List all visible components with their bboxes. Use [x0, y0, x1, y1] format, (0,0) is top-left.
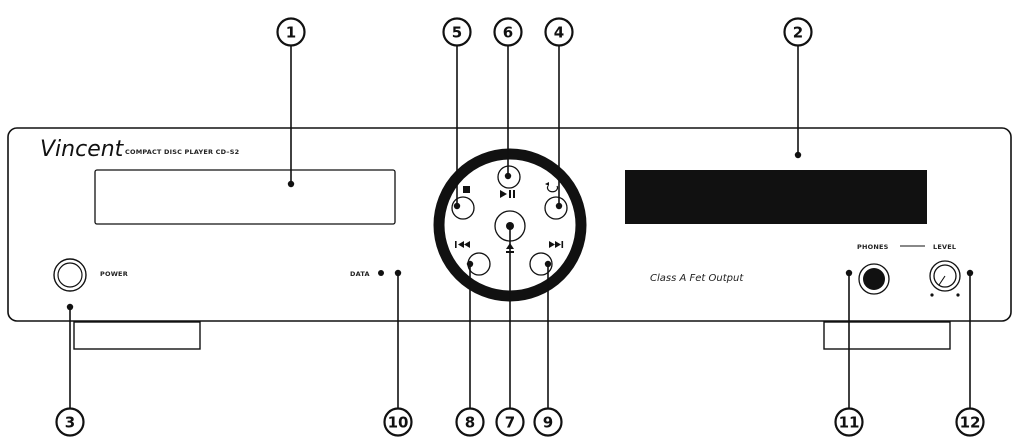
callout-dot-12 — [966, 269, 974, 277]
callout-circle-9 — [533, 407, 563, 437]
next-button[interactable] — [529, 252, 553, 276]
callout-dot-6 — [504, 172, 512, 180]
callout-circle-2 — [783, 17, 813, 47]
next-icon — [549, 241, 564, 248]
power-label: POWER — [100, 270, 128, 278]
callout-number-4: 4 — [554, 24, 564, 42]
callout-circle-1 — [276, 17, 306, 47]
callout-number-12: 12 — [960, 414, 981, 432]
callout-dot-4 — [555, 202, 563, 210]
tagline: Class A Fet Output — [650, 273, 744, 284]
level-max-dot — [956, 293, 960, 297]
power-button[interactable] — [57, 262, 83, 288]
callout-circle-11 — [834, 407, 864, 437]
callout-circle-12 — [955, 407, 985, 437]
data-label: DATA — [350, 270, 370, 278]
callout-dot-5 — [453, 202, 461, 210]
disc-tray — [94, 169, 396, 225]
repeat-icon — [545, 182, 559, 193]
right-foot — [823, 321, 951, 350]
callout-number-2: 2 — [793, 24, 803, 42]
stop-icon — [463, 186, 470, 193]
callout-number-1: 1 — [286, 24, 296, 42]
callout-number-5: 5 — [452, 24, 462, 42]
callout-circle-5 — [442, 17, 472, 47]
phones-jack[interactable] — [863, 268, 885, 290]
left-foot — [73, 321, 201, 350]
previous-icon — [455, 241, 470, 248]
callout-number-9: 9 — [543, 414, 553, 432]
callout-number-8: 8 — [465, 414, 475, 432]
callout-dot-9 — [544, 260, 552, 268]
repeat-button[interactable] — [544, 196, 568, 220]
callout-dot-11 — [845, 269, 853, 277]
callout-number-7: 7 — [505, 414, 515, 432]
data-led — [378, 270, 384, 276]
callout-circle-10 — [383, 407, 413, 437]
level-min-dot — [930, 293, 934, 297]
callout-circle-6 — [493, 17, 523, 47]
callout-number-10: 10 — [388, 414, 409, 432]
callout-circle-8 — [455, 407, 485, 437]
callout-dot-8 — [466, 260, 474, 268]
main-display — [625, 170, 927, 224]
phones-label: PHONES — [857, 243, 889, 251]
callout-dot-3 — [66, 303, 74, 311]
level-knob-indicator — [938, 275, 946, 286]
callout-circle-3 — [55, 407, 85, 437]
callout-circle-7 — [495, 407, 525, 437]
callout-number-6: 6 — [503, 24, 513, 42]
callout-dot-2 — [794, 151, 802, 159]
brand-logo: Vincent — [40, 137, 125, 162]
callout-circle-4 — [544, 17, 574, 47]
callout-dot-1 — [287, 180, 295, 188]
level-label: LEVEL — [933, 243, 956, 251]
callout-number-11: 11 — [839, 414, 860, 432]
play-pause-icon — [500, 190, 515, 198]
model-label: COMPACT DISC PLAYER CD–S2 — [125, 148, 239, 156]
callout-dot-10 — [394, 269, 402, 277]
callout-number-3: 3 — [65, 414, 75, 432]
